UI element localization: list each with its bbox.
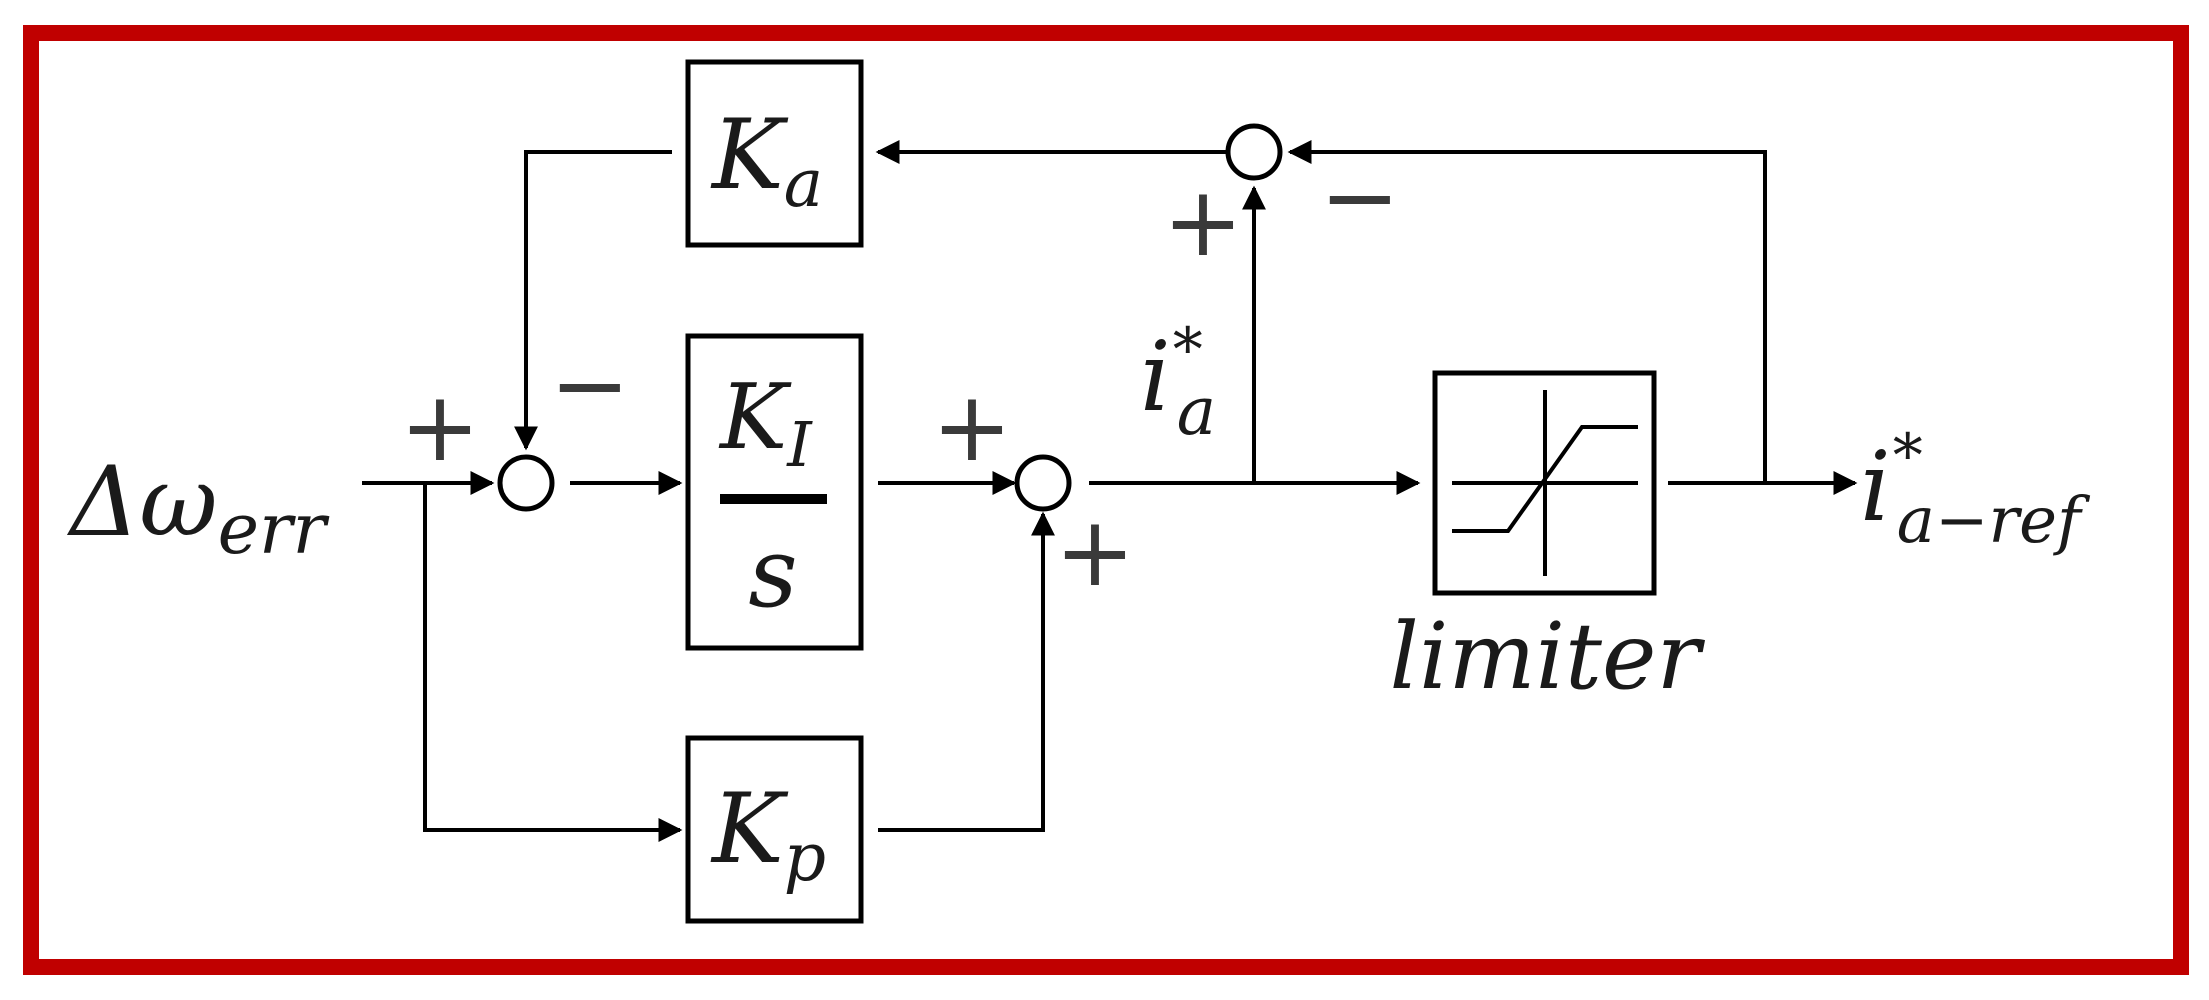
output-signal-label: i*a−ref xyxy=(1860,421,2091,558)
diagram-frame xyxy=(23,25,2189,975)
sum-junction-3 xyxy=(1225,123,1283,181)
wires xyxy=(362,140,1858,842)
output-subscript: a−ref xyxy=(1897,484,2091,558)
svg-text:Ka: Ka xyxy=(710,99,823,222)
input-signal-label: Δωerr xyxy=(66,446,329,570)
intermediate-signal-label: i*a xyxy=(1140,315,1216,450)
wire-branch-to-kp xyxy=(423,483,683,842)
kp-subscript: p xyxy=(784,819,826,896)
svg-text:KI: KI xyxy=(718,365,813,481)
limiter-label: limiter xyxy=(1390,603,1706,710)
output-superscript: * xyxy=(1893,421,1923,491)
sum-junction-2 xyxy=(1014,454,1072,512)
sign-sum3-minus: − xyxy=(1320,141,1400,253)
ki-denominator: s xyxy=(748,517,797,629)
block-limiter: limiter xyxy=(1390,370,1706,710)
wire-ka-to-sum1 xyxy=(514,150,672,451)
ka-symbol: K xyxy=(710,99,789,211)
sum-junction-1 xyxy=(497,454,555,512)
sign-sum3-plus: + xyxy=(1163,166,1243,278)
kp-symbol: K xyxy=(710,773,789,885)
sign-sum1-feedback: − xyxy=(550,329,630,441)
input-symbol: Δω xyxy=(66,446,218,558)
block-kp: Kp xyxy=(685,735,864,924)
ki-symbol: K xyxy=(718,365,792,470)
limiter-saturation-curve xyxy=(1452,425,1638,533)
svg-text:Kp: Kp xyxy=(710,773,826,896)
sign-sum1-input: + xyxy=(400,371,480,483)
block-ka: Ka xyxy=(685,59,864,248)
input-subscript: err xyxy=(218,488,330,570)
sign-sum2-integral: + xyxy=(932,371,1012,483)
sign-sum2-proportional: + xyxy=(1055,496,1135,608)
block-ki-integrator: KI s xyxy=(685,333,864,651)
intermediate-subscript: a xyxy=(1177,373,1216,450)
output-symbol: i xyxy=(1860,431,1891,543)
ki-subscript: I xyxy=(786,408,813,481)
wire-kp-to-sum2 xyxy=(878,511,1055,832)
ka-subscript: a xyxy=(784,145,823,222)
intermediate-superscript: * xyxy=(1173,315,1203,385)
wire-output-feedback xyxy=(1287,140,1767,483)
intermediate-symbol: i xyxy=(1140,321,1171,433)
